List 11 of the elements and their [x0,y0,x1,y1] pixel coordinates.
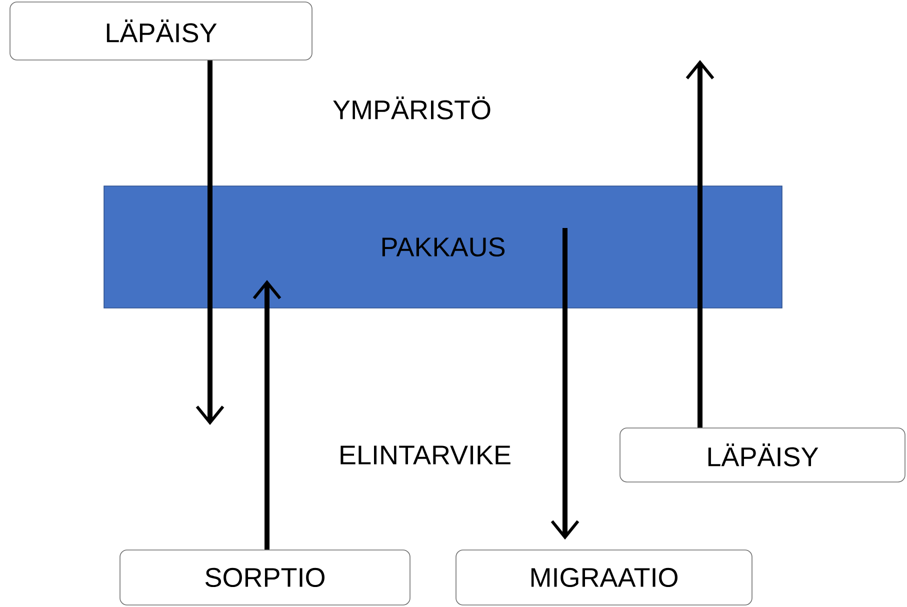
label-box: LÄPÄISY [10,2,312,60]
arrow [196,60,224,425]
package-band: PAKKAUS [104,186,782,308]
arrow [686,60,714,428]
arrow [252,280,282,550]
label-box: SORPTIO [120,550,410,606]
zone-label: YMPÄRISTÖ [333,96,490,120]
arrow [550,228,580,540]
label-box: MIGRAATIO [456,550,752,606]
zone-label: ELINTARVIKE [340,446,510,464]
label-box: LÄPÄISY [620,428,906,482]
